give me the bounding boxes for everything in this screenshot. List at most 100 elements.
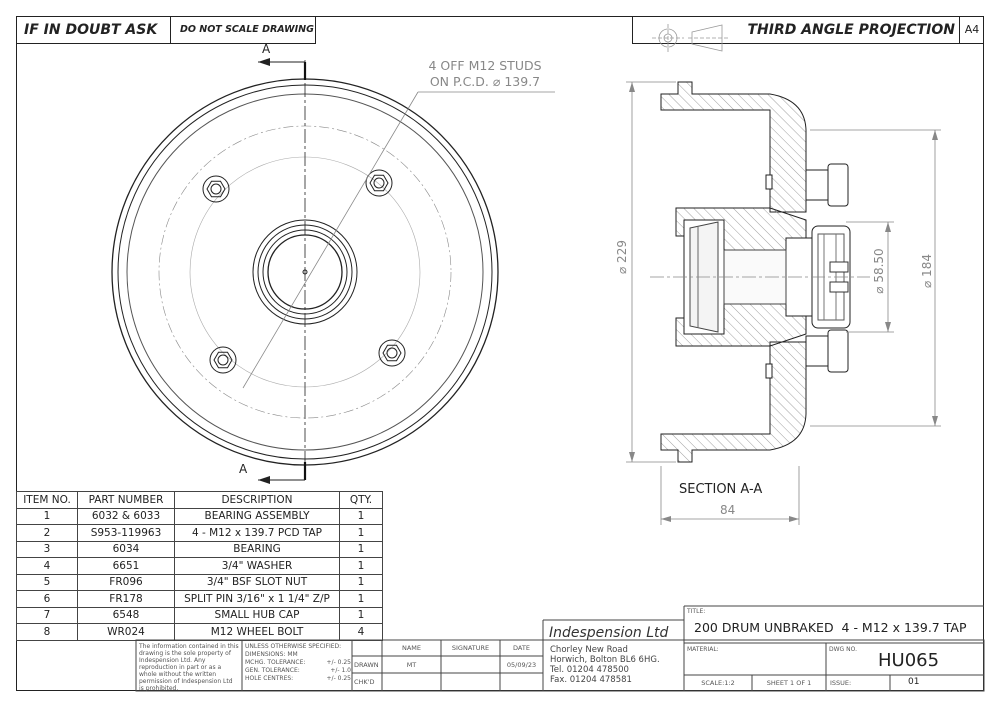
bom-desc: BEARING ASSEMBLY xyxy=(174,507,340,525)
tol2-label: GEN. TOLERANCE: xyxy=(245,667,300,674)
scale: SCALE:1:2 xyxy=(701,679,735,687)
header-scale-box: DO NOT SCALE DRAWING xyxy=(171,16,316,44)
section-cut-line xyxy=(258,58,307,484)
stud-note-leader xyxy=(242,91,555,389)
tolerance-row-2: GEN. TOLERANCE: +/- 1.0 xyxy=(245,667,351,675)
stud-note-line1: 4 OFF M12 STUDS xyxy=(428,58,542,73)
bom-qty: 1 xyxy=(339,524,383,542)
bom-part: 6034 xyxy=(77,540,175,558)
bom-col-qty: QTY. xyxy=(339,491,383,509)
stud-note-line2: ON P.C.D. ⌀ 139.7 xyxy=(429,74,541,89)
bom-item: 6 xyxy=(16,590,78,608)
bom-desc: SPLIT PIN 3/16" x 1 1/4" Z/P xyxy=(174,590,340,608)
section-dimensions xyxy=(626,81,941,525)
bom-part: 6032 & 6033 xyxy=(77,507,175,525)
drawn-date: 05/09/23 xyxy=(506,661,537,669)
drawn-name: MT xyxy=(406,661,417,669)
bom-qty: 1 xyxy=(339,540,383,558)
confidentiality-notice: The information contained in this drawin… xyxy=(139,643,239,692)
title-block-lines xyxy=(135,605,985,692)
bom-desc: SMALL HUB CAP xyxy=(174,606,340,624)
section-label-bottom: A xyxy=(239,462,248,476)
dim-hub-bore: ⌀ 58.50 xyxy=(872,248,886,294)
bom-header-row: ITEM NO. PART NUMBER DESCRIPTION QTY. xyxy=(16,491,383,509)
sheet-count: SHEET 1 OF 1 xyxy=(766,679,812,687)
bom-item: 4 xyxy=(16,557,78,575)
tol3-label: HOLE CENTRES: xyxy=(245,675,294,682)
bom-part: FR178 xyxy=(77,590,175,608)
tolerance-row-1: MCHG. TOLERANCE: +/- 0.25 xyxy=(245,659,351,667)
tolerance-row-3: HOLE CENTRES: +/- 0.25 xyxy=(245,675,351,683)
telephone: Tel. 01204 478500 xyxy=(550,665,629,675)
bom-qty: 1 xyxy=(339,590,383,608)
bom-part: 6548 xyxy=(77,606,175,624)
bom-part: FR096 xyxy=(77,573,175,591)
if-in-doubt-ask: IF IN DOUBT ASK xyxy=(24,21,158,38)
bom-item: 3 xyxy=(16,540,78,558)
col-signature: SIGNATURE xyxy=(451,644,490,652)
col-name: NAME xyxy=(401,644,422,652)
fax: Fax. 01204 478581 xyxy=(550,675,632,685)
bom-qty: 1 xyxy=(339,507,383,525)
tol2-value: +/- 1.0 xyxy=(330,667,351,674)
spec-line1: UNLESS OTHERWISE SPECIFIED: xyxy=(245,643,342,650)
header-warning-box: IF IN DOUBT ASK xyxy=(16,16,171,44)
drawing-number: HU065 xyxy=(878,650,940,671)
do-not-scale-note: DO NOT SCALE DRAWING xyxy=(180,24,314,35)
header-projection-box: THIRD ANGLE PROJECTION xyxy=(632,16,959,44)
bom-item: 5 xyxy=(16,573,78,591)
bom-desc: 4 - M12 x 139.7 PCD TAP xyxy=(174,524,340,542)
bom-col-description: DESCRIPTION xyxy=(174,491,340,509)
checked-label: CHK'D xyxy=(354,678,375,686)
bom-col-item: ITEM NO. xyxy=(16,491,78,509)
tol1-label: MCHG. TOLERANCE: xyxy=(245,659,306,666)
issue-number: 01 xyxy=(908,677,920,687)
bom-part: S953-119963 xyxy=(77,524,175,542)
bom-part: 6651 xyxy=(77,557,175,575)
company-name: Indespension Ltd xyxy=(549,625,669,641)
stud-note: 4 OFF M12 STUDS ON P.C.D. ⌀ 139.7 xyxy=(405,58,565,90)
drawing-title: 200 DRUM UNBRAKED 4 - M12 x 139.7 TAP xyxy=(694,620,967,635)
bom-item: 2 xyxy=(16,524,78,542)
dwg-no-label: DWG NO. xyxy=(829,646,857,653)
dim-flange-dia: ⌀ 184 xyxy=(920,254,934,288)
title-label: TITLE: xyxy=(687,608,706,615)
bom-desc: M12 WHEEL BOLT xyxy=(174,623,340,641)
bom-item: 1 xyxy=(16,507,78,525)
bom-item: 8 xyxy=(16,623,78,641)
bom-qty: 1 xyxy=(339,573,383,591)
drawn-label: DRAWN xyxy=(354,661,379,669)
issue-label: ISSUE: xyxy=(830,679,852,687)
bom-desc: 3/4" WASHER xyxy=(174,557,340,575)
bom-part: WR024 xyxy=(77,623,175,641)
bom-qty: 1 xyxy=(339,606,383,624)
header-sheet-size-box: A4 xyxy=(959,16,984,44)
sheet-size: A4 xyxy=(964,23,980,36)
bom-qty: 4 xyxy=(339,623,383,641)
bom-col-part: PART NUMBER xyxy=(77,491,175,509)
col-date: DATE xyxy=(513,644,530,652)
stud-bolt-pattern xyxy=(202,169,406,374)
address-line2: Horwich, Bolton BL6 6HG. xyxy=(550,655,660,665)
spec-block: UNLESS OTHERWISE SPECIFIED: DIMENSIONS: … xyxy=(245,643,351,683)
address-line1: Chorley New Road xyxy=(550,645,628,655)
tol3-value: +/- 0.25 xyxy=(326,675,351,682)
dim-overall-dia: ⌀ 229 xyxy=(615,240,629,274)
material-label: MATERIAL: xyxy=(687,646,719,653)
bom-item: 7 xyxy=(16,606,78,624)
projection-label: THIRD ANGLE PROJECTION xyxy=(747,21,955,38)
section-view-drum xyxy=(650,81,870,463)
bom-qty: 1 xyxy=(339,557,383,575)
bom-desc: 3/4" BSF SLOT NUT xyxy=(174,573,340,591)
tol1-value: +/- 0.25 xyxy=(326,659,351,666)
